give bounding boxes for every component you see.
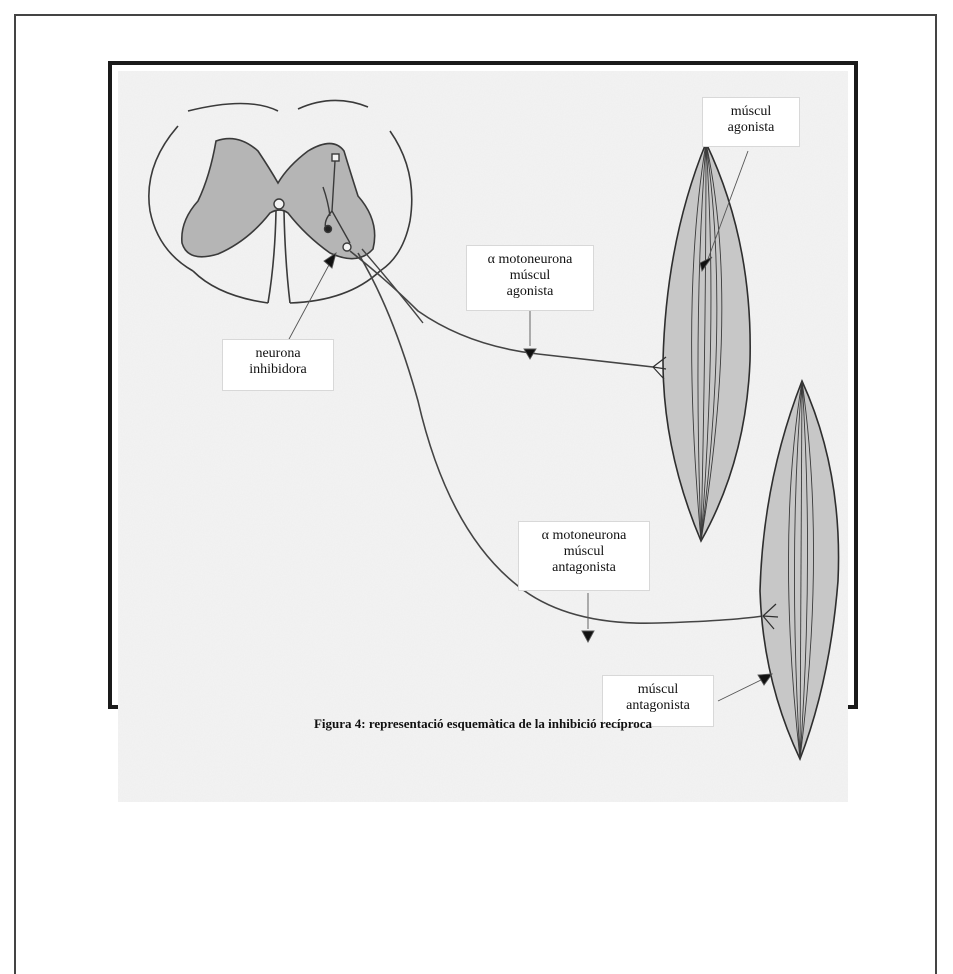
figure-image: múscul agonista α motoneurona múscul ago…: [118, 71, 848, 802]
central-canal: [274, 199, 284, 209]
figure-caption: Figura 4: representació esquemàtica de l…: [112, 716, 854, 732]
motoneuron-body: [343, 243, 351, 251]
label-agonist-muscle: múscul agonista: [702, 97, 800, 147]
label-motoneuron-antagonist: α motoneurona múscul antagonista: [518, 521, 650, 591]
figure-frame: múscul agonista α motoneurona múscul ago…: [108, 61, 858, 709]
inhibitory-neuron-body: [325, 226, 332, 233]
label-motoneuron-agonist: α motoneurona múscul agonista: [466, 245, 594, 311]
reciprocal-inhibition-diagram: [118, 71, 848, 802]
label-inhibitory-neuron: neurona inhibidora: [222, 339, 334, 391]
sensory-terminal: [332, 154, 339, 161]
